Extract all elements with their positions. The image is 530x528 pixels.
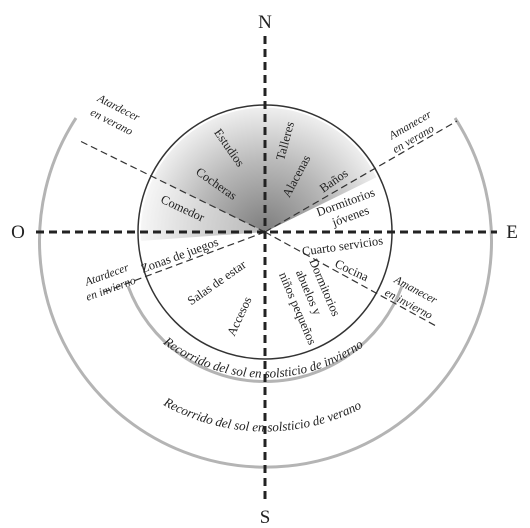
- summer-sunset-line: [79, 140, 266, 233]
- summer-path-label: Recorrido del sol en solsticio de verano: [161, 394, 364, 435]
- winter-path-label: Recorrido del sol en solsticio de invier…: [160, 333, 366, 381]
- room-accesos: Accesos: [224, 294, 254, 338]
- east-label: E: [506, 222, 518, 243]
- room-cuarto-servicios: Cuarto servicios: [301, 233, 384, 258]
- north-label: N: [258, 12, 272, 33]
- summer-sunrise-line: [264, 120, 458, 233]
- south-label: S: [260, 507, 271, 528]
- west-label: O: [11, 222, 25, 243]
- winter-sunset-line: [103, 231, 266, 293]
- shaded-sector-lower: [140, 177, 265, 241]
- room-zonas-de-juegos: Zonas de juegos: [139, 235, 220, 276]
